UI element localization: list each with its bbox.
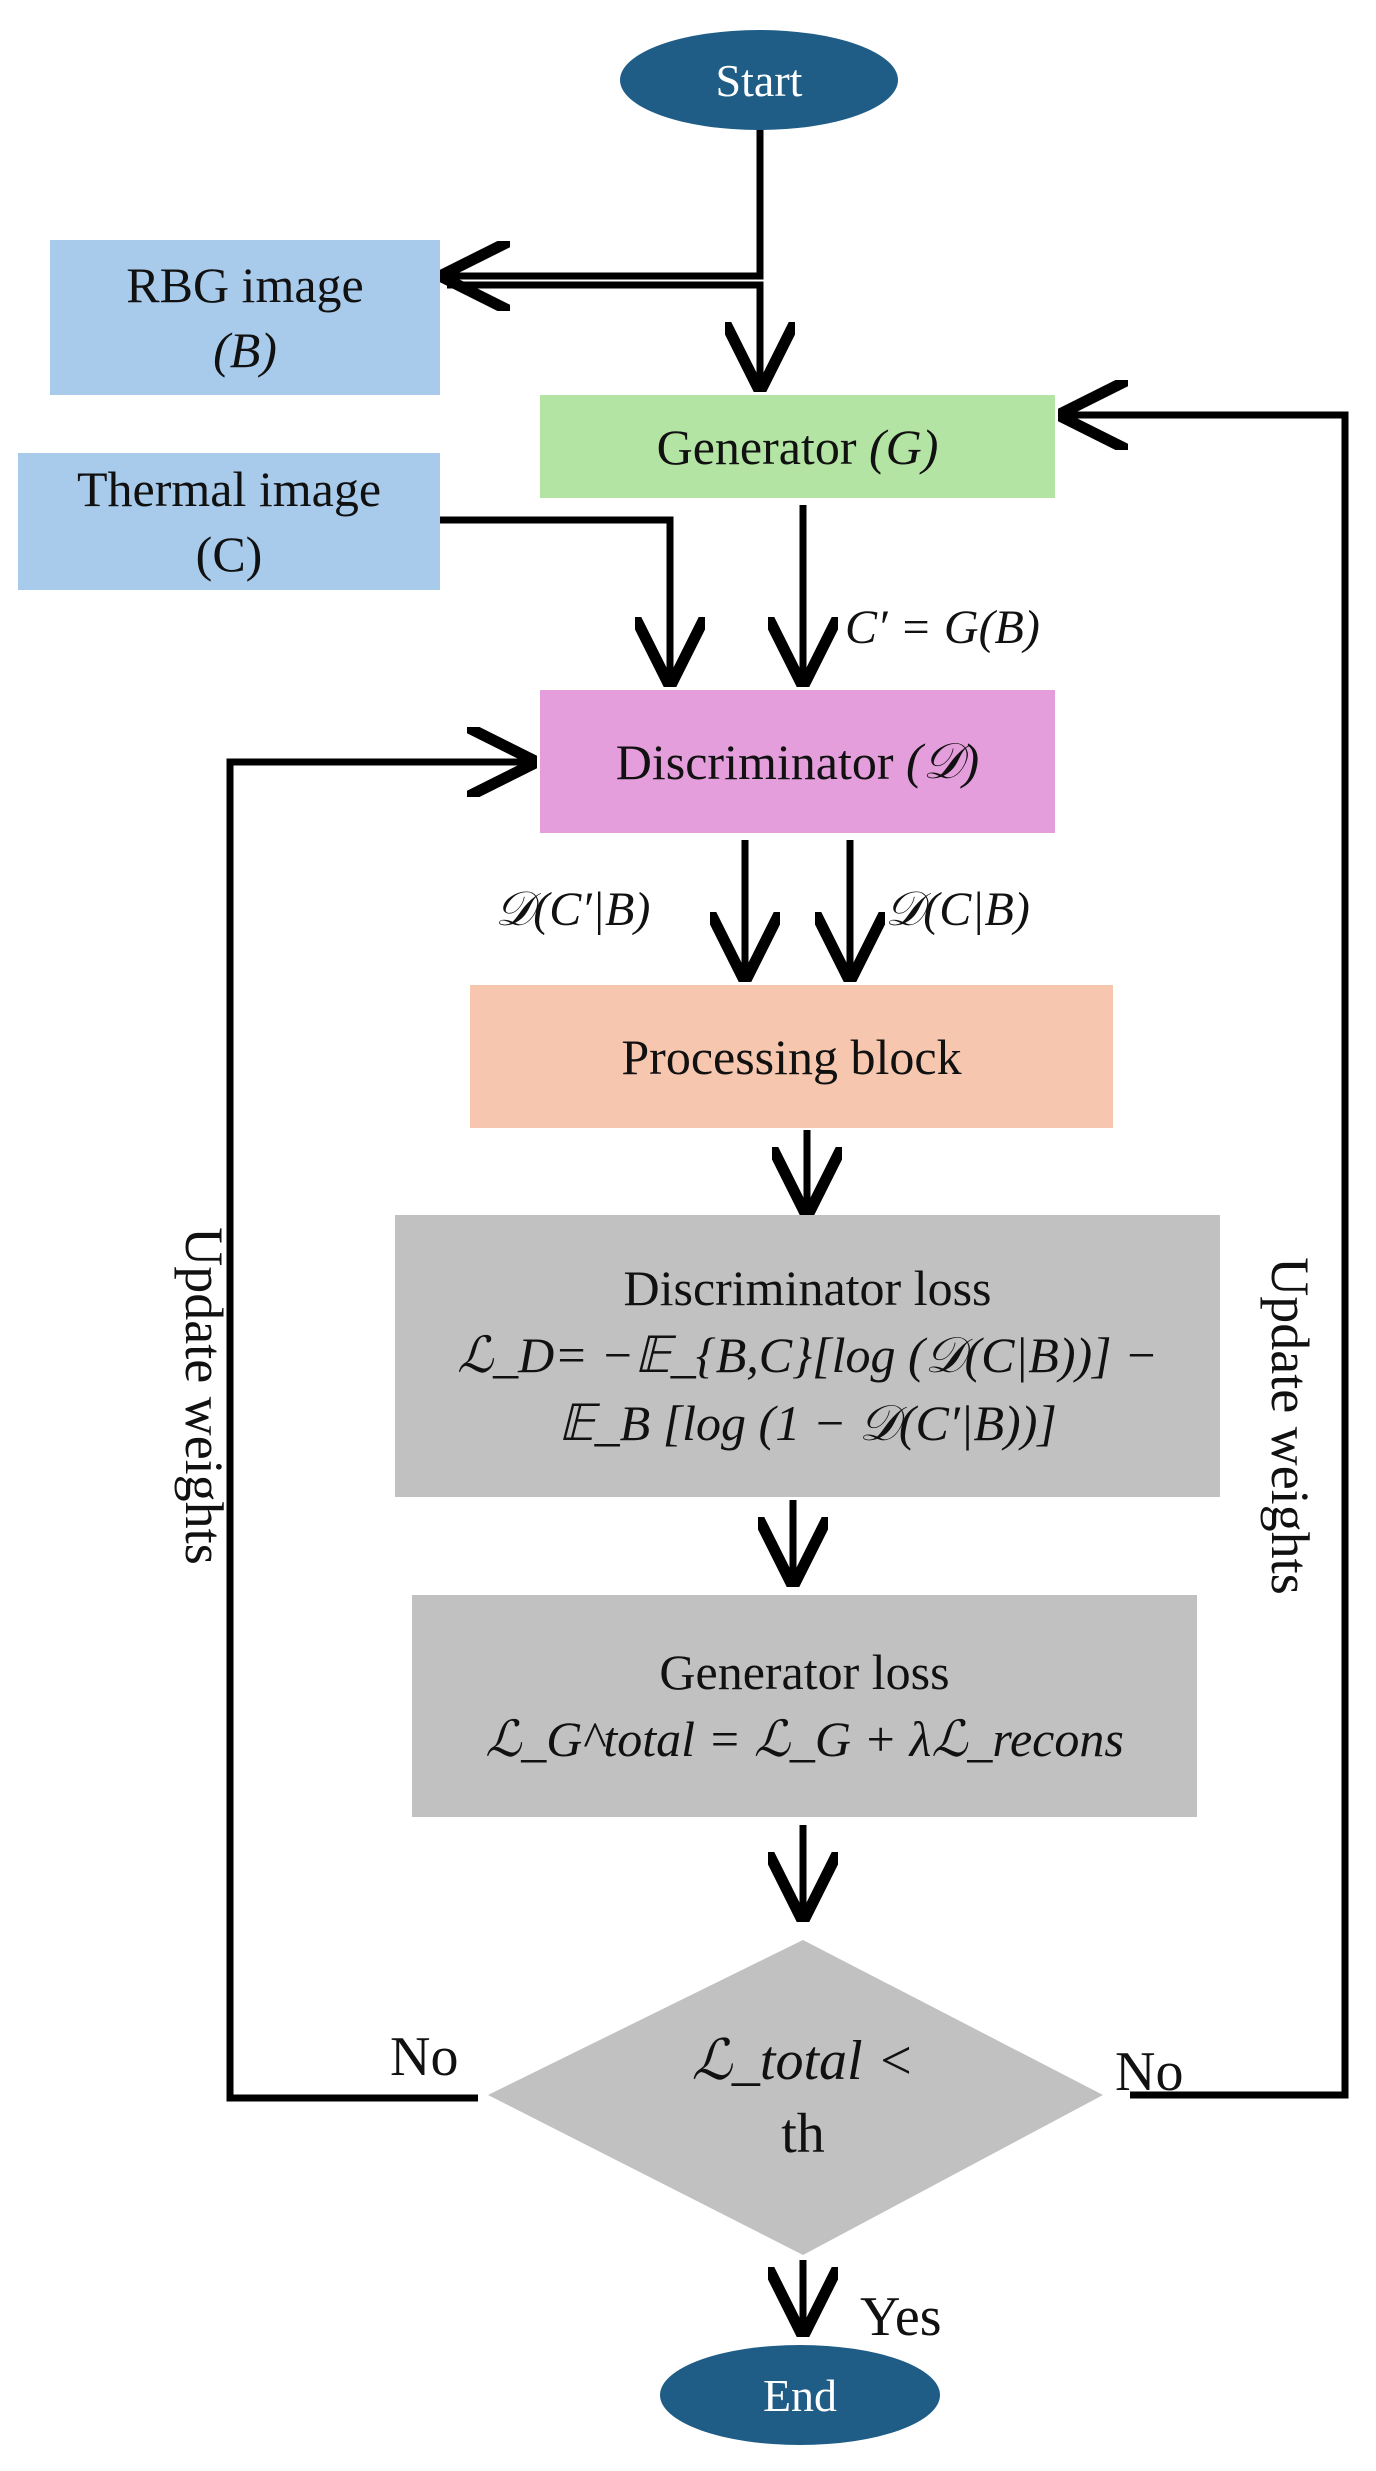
update-weights-right: Update weights <box>1260 1257 1320 1595</box>
edge-feedback-left <box>226 762 530 2102</box>
discriminator-node: Discriminator (𝒟) <box>540 690 1055 833</box>
start-terminal: Start <box>620 30 898 130</box>
generator-node: Generator (G) <box>540 395 1055 498</box>
update-weights-left: Update weights <box>174 1227 234 1565</box>
processing-block-node: Processing block <box>470 985 1113 1128</box>
discriminator-loss-line1: ℒ_D= −𝔼_{B,C}[log (𝒟(C|B))] − <box>457 1327 1158 1384</box>
edge-start-to-rgb <box>447 128 764 276</box>
rgb-image-symbol: (B) <box>213 321 277 378</box>
generated-sample-text: C′ = G(B) <box>845 601 1040 654</box>
generated-sample-label: C′ = G(B) <box>845 600 1040 655</box>
discriminator-loss-line2: 𝔼_B [log (1 − 𝒟(C′|B))] <box>558 1394 1057 1451</box>
thermal-image-symbol: (C) <box>195 525 263 582</box>
decision-line1: ℒ_total < <box>691 2030 915 2092</box>
generator-loss-title: Generator loss <box>659 1643 950 1700</box>
end-label: End <box>762 2369 838 2421</box>
rgb-image-title: RBG image <box>126 256 364 313</box>
d-real-text: 𝒟(C|B) <box>885 883 1030 936</box>
edge-thermal-to-discriminator <box>440 516 670 680</box>
no-label-right: No <box>1115 2041 1184 2103</box>
decision-line2: th <box>781 2102 825 2165</box>
start-label: Start <box>715 54 803 106</box>
discriminator-loss-node: Discriminator loss ℒ_D= −𝔼_{B,C}[log (𝒟(… <box>395 1215 1220 1497</box>
edge-feedback-right <box>1065 415 1349 2099</box>
generator-symbol: (G) <box>868 418 939 475</box>
discriminator-loss-title: Discriminator loss <box>623 1259 992 1316</box>
discriminator-symbol: (𝒟) <box>906 733 980 789</box>
yes-label: Yes <box>860 2286 942 2348</box>
discriminator-title: Discriminator <box>615 733 894 790</box>
edge-rgb-to-generator <box>447 281 760 385</box>
thermal-image-node: Thermal image (C) <box>18 453 440 590</box>
no-label-left: No <box>390 2026 459 2088</box>
decision-text: ℒ_total < th <box>600 2025 1006 2171</box>
end-terminal: End <box>660 2345 940 2445</box>
decision-diamond <box>488 1940 1103 2255</box>
generator-loss-node: Generator loss ℒ_G^total = ℒ_G + λℒ_reco… <box>412 1595 1197 1817</box>
generator-title: Generator <box>656 418 857 475</box>
thermal-image-title: Thermal image <box>76 460 382 517</box>
rgb-image-node: RBG image (B) <box>50 240 440 395</box>
d-real-label: 𝒟(C|B) <box>885 882 1030 938</box>
d-fake-text: 𝒟(C′|B) <box>495 883 651 936</box>
d-fake-label: 𝒟(C′|B) <box>495 882 650 938</box>
generator-loss-formula: ℒ_G^total = ℒ_G + λℒ_recons <box>485 1711 1124 1767</box>
processing-block-label: Processing block <box>621 1028 962 1085</box>
